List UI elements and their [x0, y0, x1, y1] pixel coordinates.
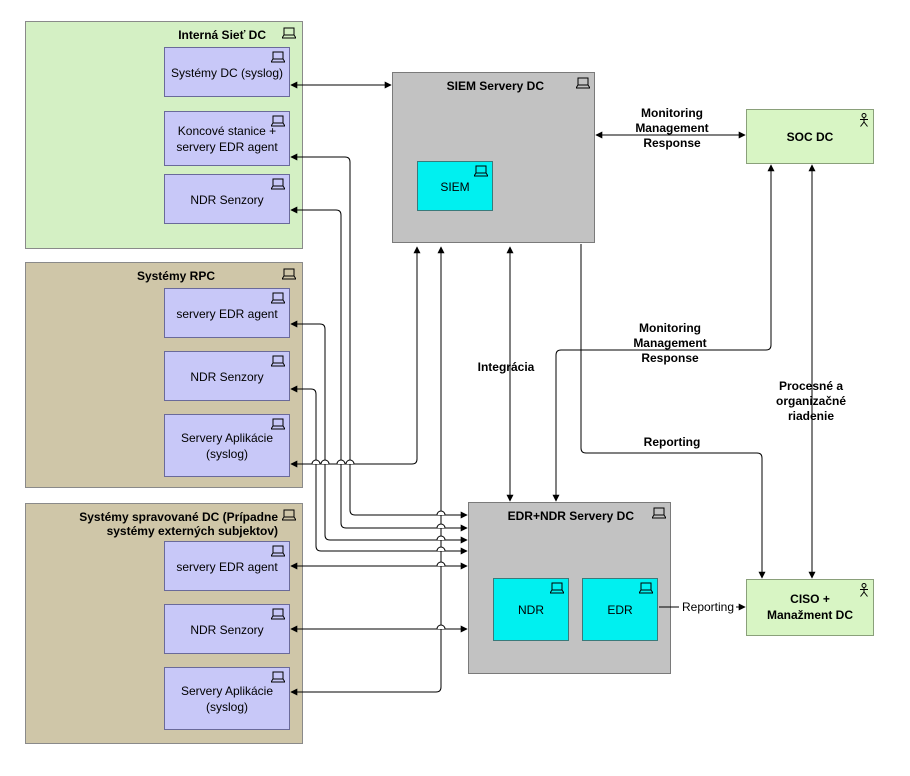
- label-line: Response: [643, 136, 701, 150]
- device-icon: [271, 292, 285, 304]
- node-label-line: (syslog): [205, 700, 248, 714]
- label-line: Procesné a: [778, 379, 844, 393]
- node-ndr-senzory[interactable]: NDR Senzory: [164, 174, 290, 224]
- node-sp-servery-aplikacie[interactable]: Servery Aplikácie (syslog): [164, 667, 290, 730]
- edge-siem-ciso-reporting: [580, 244, 766, 579]
- label-monitoring-management-response-2: Monitoring Management Response: [620, 321, 720, 366]
- node-label: servery EDR agent: [176, 307, 278, 321]
- node-rpc-ndr-senzory[interactable]: NDR Senzory: [164, 351, 290, 401]
- actor-icon: [860, 583, 868, 597]
- device-icon: [282, 27, 296, 39]
- label-procesne-riadenie: Procesné a organizačné riadenie: [761, 379, 861, 424]
- label-line: organizačné: [775, 394, 847, 408]
- node-koncove-stanice[interactable]: Koncové stanice + servery EDR agent: [164, 111, 290, 166]
- node-label: Servery Aplikácie (syslog): [165, 683, 289, 715]
- node-label: NDR Senzory: [190, 370, 264, 384]
- node-label: servery EDR agent: [176, 560, 278, 574]
- actor-icon: [860, 113, 868, 127]
- group-title: Systémy RPC: [136, 269, 215, 283]
- node-label-line: Servery Aplikácie: [180, 431, 274, 445]
- crossing-hop: [436, 624, 446, 630]
- group-title-line: systémy externých subjektov): [106, 524, 278, 538]
- node-label-line: Manažment DC: [766, 608, 853, 622]
- label-line: Management: [633, 336, 707, 350]
- device-icon: [271, 545, 285, 557]
- crossing-hop: [436, 510, 446, 516]
- node-label: Servery Aplikácie (syslog): [165, 430, 289, 462]
- device-icon: [271, 115, 285, 127]
- node-label: NDR Senzory: [190, 193, 264, 207]
- label-line: riadenie: [787, 409, 835, 423]
- device-icon: [550, 582, 564, 594]
- node-sp-servery-edr-agent[interactable]: servery EDR agent: [164, 541, 290, 591]
- node-label-line: CISO +: [790, 592, 830, 606]
- crossing-hop: [436, 523, 446, 529]
- node-label: NDR: [518, 603, 544, 617]
- device-icon: [639, 582, 653, 594]
- actor-ciso-manazment-dc[interactable]: CISO + Manažment DC: [746, 579, 874, 636]
- device-icon: [271, 355, 285, 367]
- edge-sp-apl-siem: [290, 246, 445, 696]
- label-line: Management: [635, 121, 709, 135]
- device-icon: [652, 507, 666, 519]
- device-icon: [271, 671, 285, 683]
- device-icon: [271, 178, 285, 190]
- crossing-hop: [320, 459, 330, 465]
- crossing-hop: [436, 546, 446, 552]
- label-integracia: Integrácia: [477, 360, 535, 374]
- device-icon: [271, 608, 285, 620]
- device-icon: [271, 51, 285, 63]
- group-title-line: Systémy spravované DC (Prípadne: [79, 510, 278, 524]
- group-title: Interná Sieť DC: [178, 28, 266, 42]
- node-label: Systémy DC (syslog): [170, 66, 283, 80]
- label-line: Monitoring: [641, 106, 703, 120]
- group-title: Systémy spravované DC (Prípadne systémy …: [79, 510, 278, 538]
- crossing-hop: [345, 459, 355, 465]
- crossing-hop: [311, 459, 321, 465]
- device-icon: [576, 77, 590, 89]
- device-icon: [474, 165, 488, 177]
- node-label-line: Koncové stanice +: [177, 124, 277, 138]
- node-edr[interactable]: EDR: [582, 578, 658, 641]
- node-systemy-dc-syslog[interactable]: Systémy DC (syslog): [164, 47, 290, 97]
- node-rpc-servery-edr-agent[interactable]: servery EDR agent: [164, 288, 290, 338]
- crossing-hop: [436, 535, 446, 541]
- edge-rpc-apl-siem: [290, 246, 421, 468]
- node-label-line: Servery Aplikácie: [180, 684, 274, 698]
- actor-soc-dc[interactable]: SOC DC: [746, 109, 874, 164]
- node-label: NDR Senzory: [190, 623, 264, 637]
- node-label-line: (syslog): [205, 447, 248, 461]
- node-ndr[interactable]: NDR: [493, 578, 569, 641]
- node-title: EDR+NDR Servery DC: [507, 509, 634, 523]
- crossing-hop: [336, 459, 346, 465]
- label-line: Response: [641, 351, 699, 365]
- device-icon: [271, 418, 285, 430]
- label-reporting: Reporting: [643, 435, 701, 449]
- node-label: Koncové stanice + servery EDR agent: [165, 123, 289, 155]
- label-line: Monitoring: [639, 321, 701, 335]
- node-sp-ndr-senzory[interactable]: NDR Senzory: [164, 604, 290, 654]
- edge-edrndr-soc: [552, 164, 775, 502]
- node-rpc-servery-aplikacie[interactable]: Servery Aplikácie (syslog): [164, 414, 290, 477]
- node-title: SIEM Servery DC: [446, 79, 544, 93]
- node-label: SOC DC: [786, 130, 834, 144]
- crossing-hop: [436, 561, 446, 567]
- node-label: CISO + Manažment DC: [747, 591, 873, 623]
- label-reporting-edr: Reporting: [681, 600, 735, 614]
- node-label-line: servery EDR agent: [176, 140, 278, 154]
- label-monitoring-management-response-1: Monitoring Management Response: [622, 106, 722, 151]
- node-label: EDR: [607, 603, 633, 617]
